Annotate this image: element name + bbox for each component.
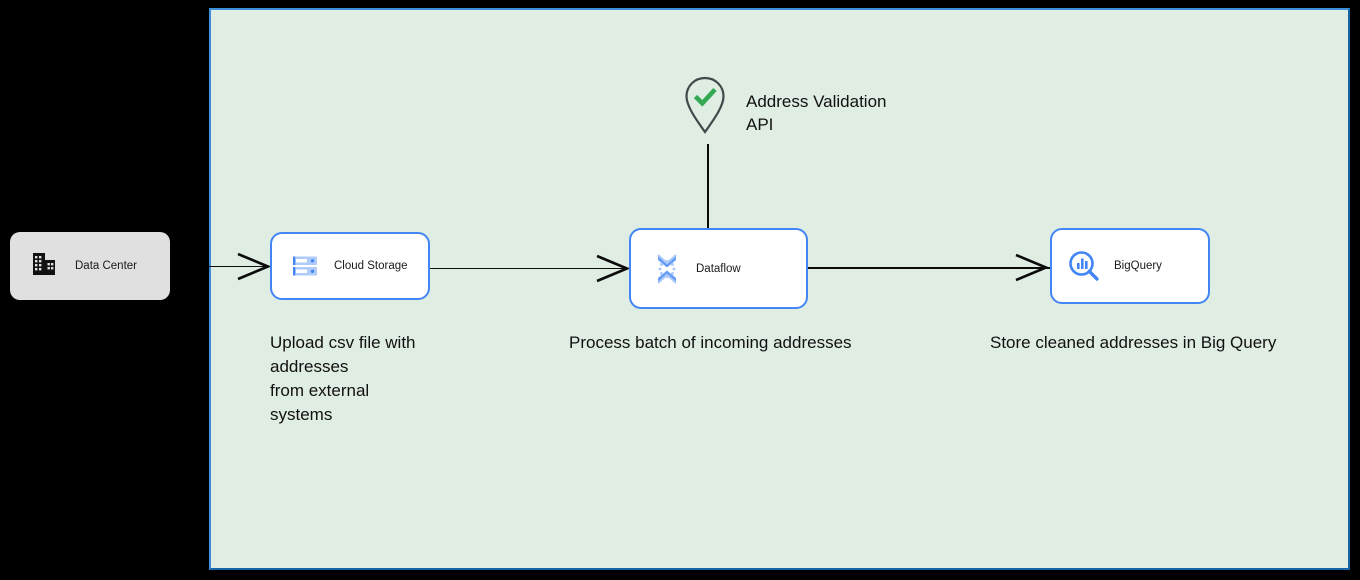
cloud-storage-icon (290, 251, 320, 281)
arrowhead-datacenter-to-cloud-storage (237, 252, 272, 281)
edge-cloud-storage-to-dataflow (430, 267, 630, 270)
node-data-center[interactable]: Data Center (10, 232, 170, 300)
edge-datacenter-to-cloud-storage (209, 265, 271, 268)
node-dataflow[interactable]: Dataflow (629, 228, 808, 309)
edge-address-api-to-dataflow (707, 144, 709, 230)
node-cloud-storage[interactable]: Cloud Storage (270, 232, 430, 300)
caption-cloud-storage: Upload csv file with addresses from exte… (270, 333, 416, 424)
bigquery-icon (1067, 249, 1101, 283)
node-bigquery-label: BigQuery (1114, 260, 1162, 272)
arrowhead-cloud-storage-to-dataflow (596, 254, 631, 283)
dataflow-icon (651, 252, 683, 286)
edge-dataflow-to-bigquery (808, 267, 1051, 269)
node-cloud-storage-label: Cloud Storage (334, 260, 408, 272)
node-address-validation-api[interactable]: Address Validation API (684, 76, 887, 139)
node-bigquery[interactable]: BigQuery (1050, 228, 1210, 304)
node-address-validation-api-label: Address Validation API (746, 92, 887, 134)
building-icon (30, 250, 58, 283)
node-data-center-label: Data Center (75, 260, 138, 272)
node-dataflow-label: Dataflow (696, 262, 741, 275)
caption-bigquery: Store cleaned addresses in Big Query (990, 333, 1277, 352)
arrowhead-dataflow-to-bigquery (1015, 253, 1050, 282)
map-pin-check-icon (684, 76, 726, 139)
caption-dataflow: Process batch of incoming addresses (569, 333, 852, 352)
